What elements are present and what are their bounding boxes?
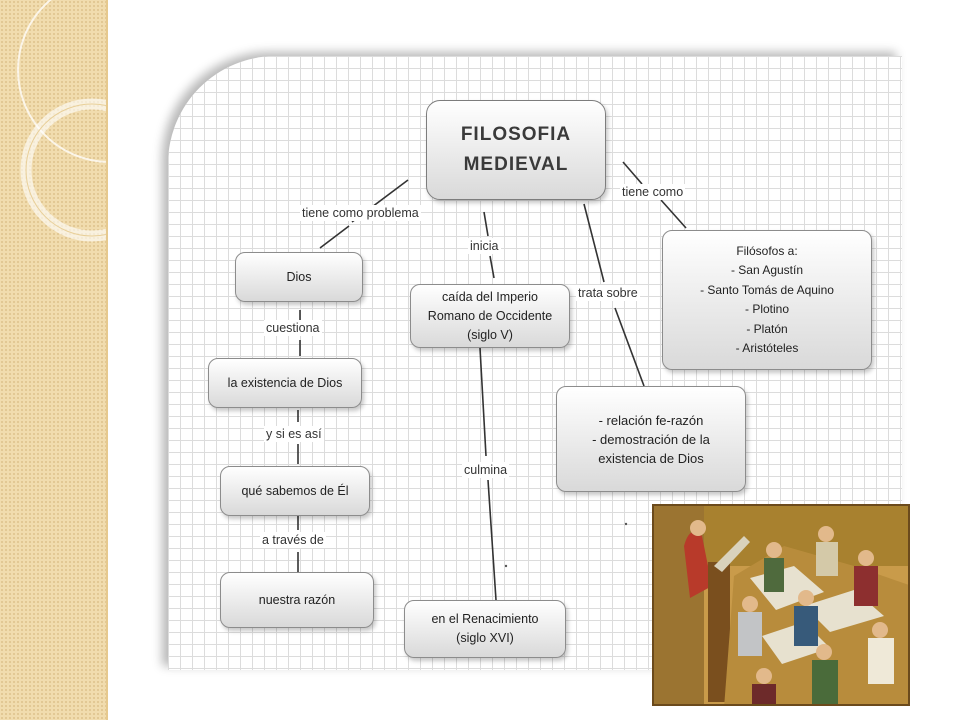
node-text-line: - relación fe-razón	[598, 412, 704, 428]
node-text-line: - Platón	[746, 321, 788, 336]
node-existencia-de-dios: la existencia de Dios	[208, 358, 362, 408]
node-text-line: caída del Imperio	[442, 289, 538, 304]
label-trata-sobre: trata sobre	[576, 285, 640, 301]
node-text: la existencia de Dios	[227, 375, 343, 390]
medieval-scholars-picture	[654, 506, 908, 704]
node-text: Dios	[286, 269, 312, 284]
main-title-line1: FILOSOFIA	[460, 124, 572, 145]
node-text-line: - Plotino	[744, 302, 790, 316]
node-text-line: (siglo V)	[467, 327, 513, 342]
main-title-line2: MEDIEVAL	[463, 154, 569, 175]
label-tiene-como: tiene como	[620, 184, 686, 200]
decorative-circles	[17, 0, 106, 242]
node-text-line: Romano de Occidente	[427, 308, 553, 323]
label-tiene-como-problema: tiene como problema	[300, 205, 421, 221]
node-renacimiento: en el Renacimiento (siglo XVI)	[404, 600, 566, 658]
node-filosofos: Filósofos a: - San Agustín - Santo Tomás…	[662, 230, 872, 370]
label-a-traves-de: a través de	[260, 532, 326, 548]
label-culmina: culmina	[462, 462, 510, 478]
connector-lines	[297, 161, 687, 601]
node-text-line: (siglo XVI)	[456, 631, 514, 645]
node-text-line: - Santo Tomás de Aquino	[700, 282, 834, 297]
decorative-side-strip	[0, 0, 108, 720]
label-cuestiona: cuestiona	[264, 320, 322, 336]
label-y-si-es-asi: y si es así	[264, 426, 324, 442]
node-que-sabemos: qué sabemos de Él	[220, 466, 370, 516]
node-filosofia-medieval: FILOSOFIA MEDIEVAL	[426, 100, 606, 200]
node-text-line: en el Renacimiento	[431, 612, 539, 626]
node-nuestra-razon: nuestra razón	[220, 572, 374, 628]
label-inicia: inicia	[468, 238, 501, 254]
node-caida-imperio: caída del Imperio Romano de Occidente (s…	[410, 284, 570, 348]
node-text-line: - San Agustín	[730, 263, 804, 277]
node-dios: Dios	[235, 252, 363, 302]
medieval-classroom-illustration	[652, 504, 910, 706]
node-text-line: - Aristóteles	[735, 341, 799, 355]
node-temas: - relación fe-razón - demostración de la…	[556, 386, 746, 492]
node-text-line: - demostración de la	[592, 431, 710, 447]
node-text: nuestra razón	[258, 592, 336, 607]
node-text-line: Filósofos a:	[736, 243, 798, 258]
node-text-line: existencia de Dios	[598, 450, 704, 466]
node-text: qué sabemos de Él	[241, 483, 349, 498]
